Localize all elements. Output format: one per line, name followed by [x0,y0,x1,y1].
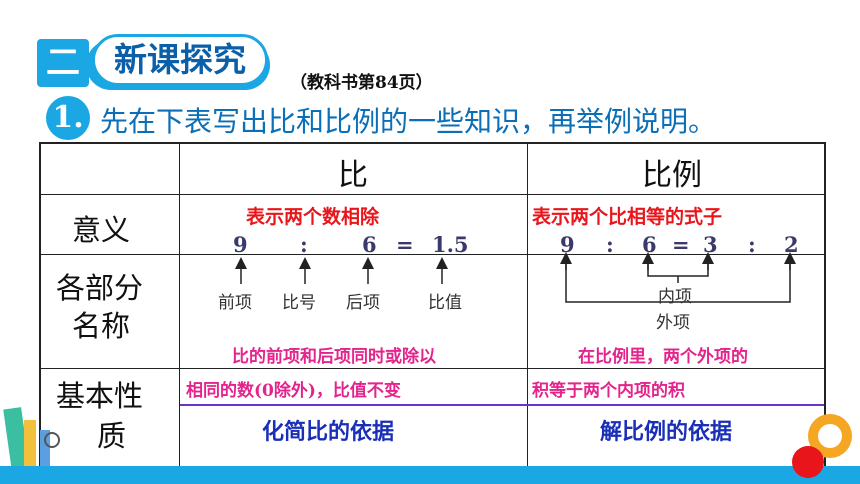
table-divider [179,144,180,468]
ratio-token: 1.5 [432,232,469,257]
table-divider [41,368,824,369]
proportion-basis: 解比例的依据 [600,420,733,445]
proportion-token: = [672,232,690,257]
proportion-token: 2 [784,232,799,257]
part-outer-terms: 外项 [656,313,690,333]
col-header-ratio: 比 [338,158,368,193]
ratio-token: = [396,232,414,257]
table-divider [41,194,824,195]
row-label-property-2: 质 [97,419,127,453]
outer-bracket [565,262,791,303]
ratio-property-line2: 相同的数(0除外)，比值不变 [186,381,401,401]
part-inner-terms: 内项 [658,287,692,307]
proportion-property-line2: 积等于两个内项的积 [532,381,685,401]
part-ratio-sign: 比号 [282,293,316,313]
stationery-decoration-icon [0,407,860,484]
inner-bracket [647,262,709,277]
section-number: 二 [37,39,89,87]
proportion-token: : [606,232,614,257]
ratio-token: 6 [362,232,377,257]
table-divider [41,254,824,255]
col-header-proportion: 比例 [642,158,702,193]
section-title: 新课探究 [92,34,268,86]
ratio-basis: 化简比的依据 [262,420,395,445]
proportion-meaning: 表示两个比相等的式子 [532,206,723,228]
proportion-property-line1: 在比例里，两个外项的 [578,347,748,367]
row-label-meaning: 意义 [72,213,131,247]
proportion-token: 9 [560,232,575,257]
gear-logo-icon [792,414,852,478]
row-label-property-1: 基本性 [56,379,144,413]
proportion-token: 6 [642,232,657,257]
part-consequent: 后项 [346,293,380,313]
question-number: 1. [46,96,90,140]
property-divider [180,404,824,406]
table-divider [527,144,528,468]
proportion-token: 3 [703,232,718,257]
ratio-property-line1: 比的前项和后项同时或除以 [232,347,436,367]
ratio-token: : [300,232,308,257]
part-antecedent: 前项 [218,293,252,313]
row-label-parts-1: 各部分 [56,271,144,305]
question-text: 先在下表写出比和比例的一些知识，再举例说明。 [100,105,717,138]
part-ratio-value: 比值 [428,293,462,313]
proportion-token: : [748,232,756,257]
ratio-token: 9 [233,232,248,257]
textbook-reference: （教科书第84页） [290,73,433,93]
ratio-meaning: 表示两个数相除 [246,206,380,228]
row-label-parts-2: 名称 [72,309,131,343]
